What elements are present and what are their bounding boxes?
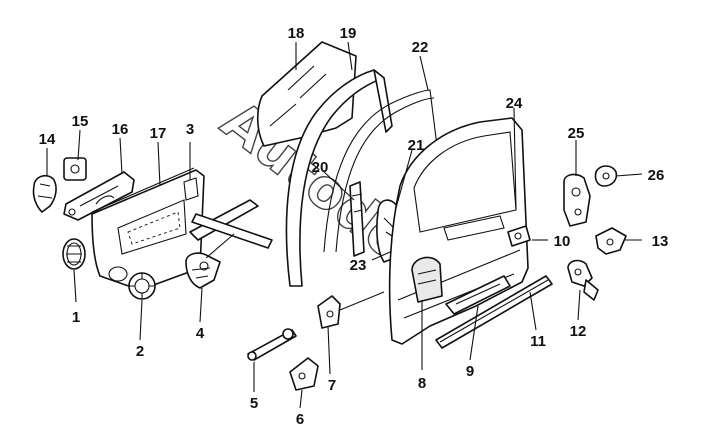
callout-10: 10	[554, 233, 571, 250]
part-2-window-crank	[128, 272, 156, 300]
callout-18: 18	[288, 25, 305, 42]
callout-5: 5	[250, 395, 258, 412]
part-1-speaker-grille	[62, 238, 86, 270]
callout-7: 7	[328, 377, 336, 394]
callout-4: 4	[196, 325, 205, 342]
part-10-handle-bracket	[507, 225, 531, 247]
callout-19: 19	[340, 25, 357, 42]
callout-3: 3	[186, 121, 194, 138]
part-6-lower-hinge	[289, 357, 319, 391]
callout-16: 16	[112, 121, 129, 138]
leader-lines	[46, 41, 643, 409]
part-18-door-glass	[256, 41, 357, 147]
part-20-guide-rail	[349, 181, 365, 257]
callout-14: 14	[39, 131, 56, 148]
part-8-handle-assembly	[411, 256, 443, 303]
callout-2: 2	[136, 343, 144, 360]
part-4-window-regulator	[185, 199, 273, 289]
part-13-door-latch	[595, 227, 627, 255]
part-7-upper-hinge	[317, 291, 385, 329]
callout-9: 9	[466, 363, 474, 380]
part-12-key-cylinder	[567, 259, 599, 301]
callout-8: 8	[418, 375, 426, 392]
part-9-lower-channel	[445, 275, 511, 315]
part-11-belt-molding	[435, 275, 553, 349]
part-16-handle-bezel	[63, 171, 135, 221]
callout-21: 21	[408, 137, 425, 154]
callout-25: 25	[568, 125, 585, 142]
part-22-weatherstrip	[323, 89, 447, 253]
callout-1: 1	[72, 309, 80, 326]
callout-6: 6	[296, 411, 304, 428]
part-26-clip	[594, 165, 618, 187]
callout-26: 26	[648, 167, 665, 184]
callout-15: 15	[72, 113, 89, 130]
part-5-door-check	[247, 328, 297, 361]
callout-23: 23	[350, 257, 367, 274]
part-17-door-trim-panel	[91, 167, 205, 291]
callout-22: 22	[412, 39, 429, 56]
part-14-lock-cylinder	[32, 174, 57, 213]
part-25-lock-actuator	[563, 173, 591, 227]
callout-13: 13	[652, 233, 669, 250]
part-15-bracket	[63, 157, 87, 181]
callout-12: 12	[570, 323, 587, 340]
callout-24: 24	[506, 95, 523, 112]
part-19-glass-run-channel	[285, 69, 393, 287]
callout-11: 11	[530, 333, 546, 350]
callout-17: 17	[150, 125, 167, 142]
callout-20: 20	[312, 159, 329, 176]
